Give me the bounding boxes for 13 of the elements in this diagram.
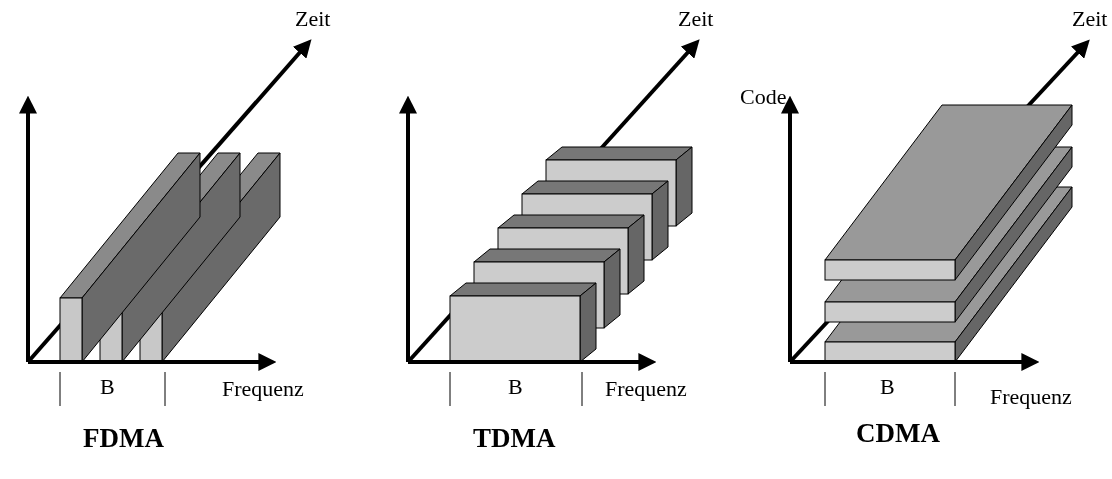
panel-title: TDMA [473,425,556,452]
panel-title: FDMA [83,425,164,452]
axis-label: Zeit [678,8,714,30]
bandwidth-label: B [508,376,523,398]
bandwidth-label: B [880,376,895,398]
axis-label: Zeit [295,8,331,30]
panel-title: CDMA [856,420,940,447]
axis-label: Frequenz [605,378,687,400]
axis-label: Zeit [1072,8,1108,30]
bandwidth-label: B [100,376,115,398]
axis-label: Frequenz [222,378,304,400]
axis-label: Frequenz [990,386,1072,408]
axis-label: Code [740,86,787,108]
